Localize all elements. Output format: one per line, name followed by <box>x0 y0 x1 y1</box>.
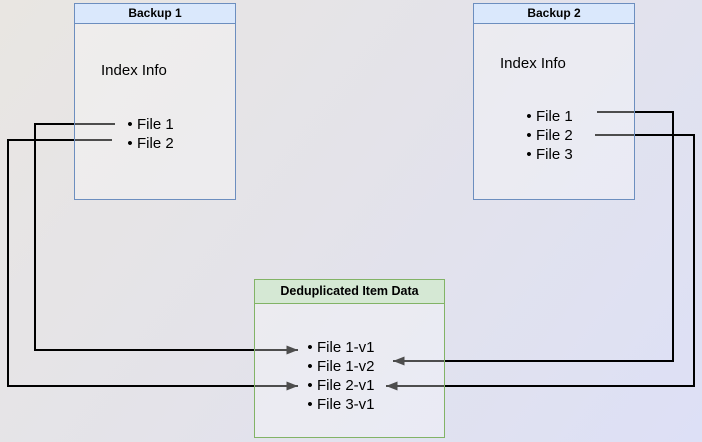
list-item: • File 2 <box>474 126 634 145</box>
list-item: • File 1-v1 <box>255 338 444 357</box>
list-item: • File 1-v2 <box>255 357 444 376</box>
dedup-box: Deduplicated Item Data • File 1-v1 • Fil… <box>254 279 445 438</box>
bullet-icon: • <box>307 377 313 394</box>
bullet-icon: • <box>526 127 532 144</box>
bullet-icon: • <box>526 146 532 163</box>
backup2-file-list: • File 1 • File 2 • File 3 <box>474 107 634 164</box>
list-item: • File 2-v1 <box>255 376 444 395</box>
list-item: • File 3-v1 <box>255 395 444 414</box>
file-label: File 2 <box>536 127 573 144</box>
backup1-box: Backup 1 Index Info • File 1 • File 2 <box>74 3 236 200</box>
backup1-file-list: • File 1 • File 2 <box>75 115 235 153</box>
list-item: • File 1 <box>474 107 634 126</box>
list-item: • File 3 <box>474 145 634 164</box>
bullet-icon: • <box>307 358 313 375</box>
bullet-icon: • <box>526 108 532 125</box>
file-label: File 1 <box>137 116 174 133</box>
backup2-title: Backup 2 <box>474 4 634 24</box>
file-label: File 2 <box>137 135 174 152</box>
item-label: File 1-v2 <box>317 358 375 375</box>
backup2-box: Backup 2 Index Info • File 1 • File 2 • … <box>473 3 635 200</box>
file-label: File 3 <box>536 146 573 163</box>
dedup-title: Deduplicated Item Data <box>255 280 444 304</box>
item-label: File 2-v1 <box>317 377 375 394</box>
list-item: • File 1 <box>75 115 235 134</box>
bullet-icon: • <box>307 396 313 413</box>
backup1-index-label: Index Info <box>101 62 167 79</box>
bullet-icon: • <box>127 135 133 152</box>
bullet-icon: • <box>307 339 313 356</box>
item-label: File 1-v1 <box>317 339 375 356</box>
bullet-icon: • <box>127 116 133 133</box>
item-label: File 3-v1 <box>317 396 375 413</box>
file-label: File 1 <box>536 108 573 125</box>
backup1-title: Backup 1 <box>75 4 235 24</box>
backup2-index-label: Index Info <box>500 55 566 72</box>
list-item: • File 2 <box>75 134 235 153</box>
dedup-item-list: • File 1-v1 • File 1-v2 • File 2-v1 • Fi… <box>255 338 444 414</box>
